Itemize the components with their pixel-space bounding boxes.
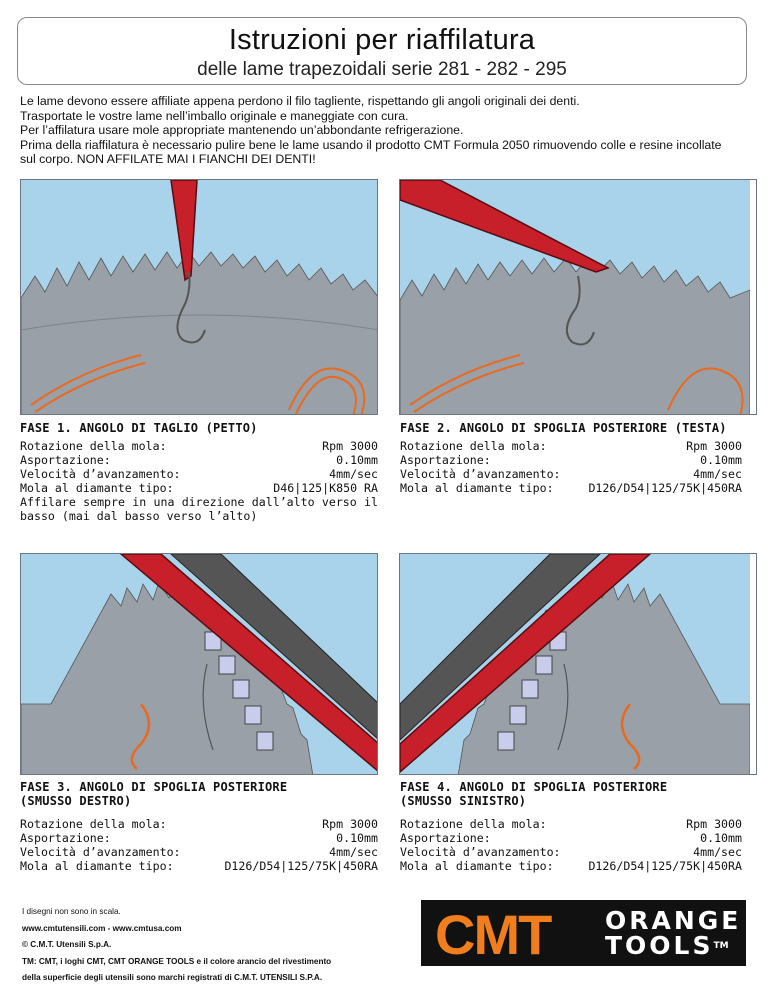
spec-label: Mola al diamante tipo: bbox=[20, 859, 174, 873]
phase-1-title: FASE 1. ANGOLO DI TAGLIO (PETTO) bbox=[20, 421, 258, 435]
footer-copyright: © C.M.T. Utensili S.p.A. bbox=[22, 940, 112, 949]
spec-row: Velocità d’avanzamento: 4mm/sec bbox=[400, 845, 742, 859]
spec-row: Asportazione: 0.10mm bbox=[20, 831, 378, 845]
spec-label: Velocità d’avanzamento: bbox=[400, 467, 561, 481]
phase-2-image bbox=[399, 179, 757, 415]
spec-value: 4mm/sec bbox=[693, 845, 742, 859]
spec-row: Asportazione: 0.10mm bbox=[400, 831, 742, 845]
spec-row: Mola al diamante tipo: D126/D54|125/75K|4… bbox=[400, 481, 742, 495]
spec-value: Rpm 3000 bbox=[686, 439, 742, 453]
footer: I disegni non sono in scala. www.cmtuten… bbox=[22, 904, 331, 987]
spec-row: Rotazione della mola: Rpm 3000 bbox=[20, 817, 378, 831]
phase-4-title: FASE 4. ANGOLO DI SPOGLIA POSTERIORE (SM… bbox=[400, 780, 667, 808]
spec-label: Velocità d’avanzamento: bbox=[20, 467, 181, 481]
phase-4-title-line2: (SMUSSO SINISTRO) bbox=[400, 794, 527, 808]
spec-label: Asportazione: bbox=[20, 831, 111, 845]
spec-label: Rotazione della mola: bbox=[400, 817, 547, 831]
page-subtitle: delle lame trapezoidali serie 281 - 282 … bbox=[197, 59, 567, 80]
phase-1-specs: Rotazione della mola: Rpm 3000 Asportazio… bbox=[20, 439, 378, 523]
spec-value: 0.10mm bbox=[700, 453, 742, 467]
spec-value: D126/D54|125/75K|450RA bbox=[588, 859, 742, 873]
spec-label: Mola al diamante tipo: bbox=[400, 481, 554, 495]
spec-label: Asportazione: bbox=[400, 831, 491, 845]
phase-3-title: FASE 3. ANGOLO DI SPOGLIA POSTERIORE (SM… bbox=[20, 780, 287, 808]
phase-3-title-line2: (SMUSSO DESTRO) bbox=[20, 794, 132, 808]
logo-tm: TM bbox=[713, 941, 729, 951]
spec-row: Mola al diamante tipo: D46|125|K850 RA bbox=[20, 481, 378, 495]
spec-value: D46|125|K850 RA bbox=[273, 481, 378, 495]
intro-line: Trasportate le vostre lame nell’imballo … bbox=[20, 108, 409, 123]
logo-tools: TOOLSTM bbox=[605, 933, 729, 959]
spec-row: Rotazione della mola: Rpm 3000 bbox=[20, 439, 378, 453]
footer-websites[interactable]: www.cmtutensili.com - www.cmtusa.com bbox=[22, 923, 182, 933]
spec-label: Velocità d’avanzamento: bbox=[20, 845, 181, 859]
intro-line: Le lame devono essere affiliate appena p… bbox=[20, 94, 580, 108]
spec-value: D126/D54|125/75K|450RA bbox=[588, 481, 742, 495]
logo-brand: CMT bbox=[435, 903, 552, 966]
spec-label: Mola al diamante tipo: bbox=[400, 859, 554, 873]
spec-row: Velocità d’avanzamento: 4mm/sec bbox=[20, 845, 378, 859]
phase-1-image bbox=[20, 179, 378, 415]
footer-trademark-1: TM: CMT, i loghi CMT, CMT ORANGE TOOLS e… bbox=[22, 956, 332, 966]
spec-value: D126/D54|125/75K|450RA bbox=[224, 859, 378, 873]
title-box: Istruzioni per riaffilatura delle lame t… bbox=[17, 17, 747, 85]
spec-row: Rotazione della mola: Rpm 3000 bbox=[400, 439, 742, 453]
phase-4-image bbox=[399, 553, 757, 775]
spec-value: Rpm 3000 bbox=[686, 817, 742, 831]
spec-label: Rotazione della mola: bbox=[20, 439, 167, 453]
spec-value: 4mm/sec bbox=[693, 467, 742, 481]
phase-4-title-line1: FASE 4. ANGOLO DI SPOGLIA POSTERIORE bbox=[400, 780, 668, 794]
logo-orange: ORANGE bbox=[605, 906, 742, 935]
spec-value: 4mm/sec bbox=[329, 845, 378, 859]
cmt-logo: CMT ORANGE TOOLSTM bbox=[421, 900, 746, 966]
spec-value: 0.10mm bbox=[336, 453, 378, 467]
intro-line: sul corpo. NON AFFILATE MAI I FIANCHI DE… bbox=[20, 152, 316, 167]
intro-text: Le lame devono essere affiliate appena p… bbox=[20, 94, 750, 167]
spec-row: Mola al diamante tipo: D126/D54|125/75K|4… bbox=[400, 859, 742, 873]
spec-label: Asportazione: bbox=[400, 453, 491, 467]
phase-2-title: FASE 2. ANGOLO DI SPOGLIA POSTERIORE (TE… bbox=[400, 421, 727, 435]
spec-label: Mola al diamante tipo: bbox=[20, 481, 174, 495]
phase-2-specs: Rotazione della mola: Rpm 3000 Asportazio… bbox=[400, 439, 742, 495]
spec-row: Rotazione della mola: Rpm 3000 bbox=[400, 817, 742, 831]
intro-line: Per l’affilatura usare mole appropriate … bbox=[20, 123, 464, 138]
spec-value: 0.10mm bbox=[336, 831, 378, 845]
spec-value: 4mm/sec bbox=[329, 467, 378, 481]
phase-1-note: Affilare sempre in una direzione dall’al… bbox=[20, 495, 378, 523]
spec-row: Asportazione: 0.10mm bbox=[400, 453, 742, 467]
spec-label: Asportazione: bbox=[20, 453, 111, 467]
spec-row: Mola al diamante tipo: D126/D54|125/75K|4… bbox=[20, 859, 378, 873]
footer-scale-note: I disegni non sono in scala. bbox=[22, 907, 121, 916]
spec-row: Velocità d’avanzamento: 4mm/sec bbox=[400, 467, 742, 481]
page-title: Istruzioni per riaffilatura bbox=[228, 24, 536, 56]
phase-4-specs: Rotazione della mola: Rpm 3000 Asportazio… bbox=[400, 817, 742, 873]
spec-label: Velocità d’avanzamento: bbox=[400, 845, 561, 859]
logo-tools-text: TOOLS bbox=[605, 931, 714, 960]
intro-line: Prima della riaffilatura è necessario pu… bbox=[20, 137, 722, 152]
spec-value: Rpm 3000 bbox=[322, 817, 378, 831]
spec-row: Asportazione: 0.10mm bbox=[20, 453, 378, 467]
spec-value: Rpm 3000 bbox=[322, 439, 378, 453]
spec-value: 0.10mm bbox=[700, 831, 742, 845]
phase-3-specs: Rotazione della mola: Rpm 3000 Asportazio… bbox=[20, 817, 378, 873]
phase-3-image bbox=[20, 553, 378, 775]
phase-3-title-line1: FASE 3. ANGOLO DI SPOGLIA POSTERIORE bbox=[20, 780, 288, 794]
spec-label: Rotazione della mola: bbox=[20, 817, 167, 831]
footer-trademark-2: della superficie degli utensili sono mar… bbox=[22, 973, 323, 982]
spec-row: Velocità d’avanzamento: 4mm/sec bbox=[20, 467, 378, 481]
spec-label: Rotazione della mola: bbox=[400, 439, 547, 453]
